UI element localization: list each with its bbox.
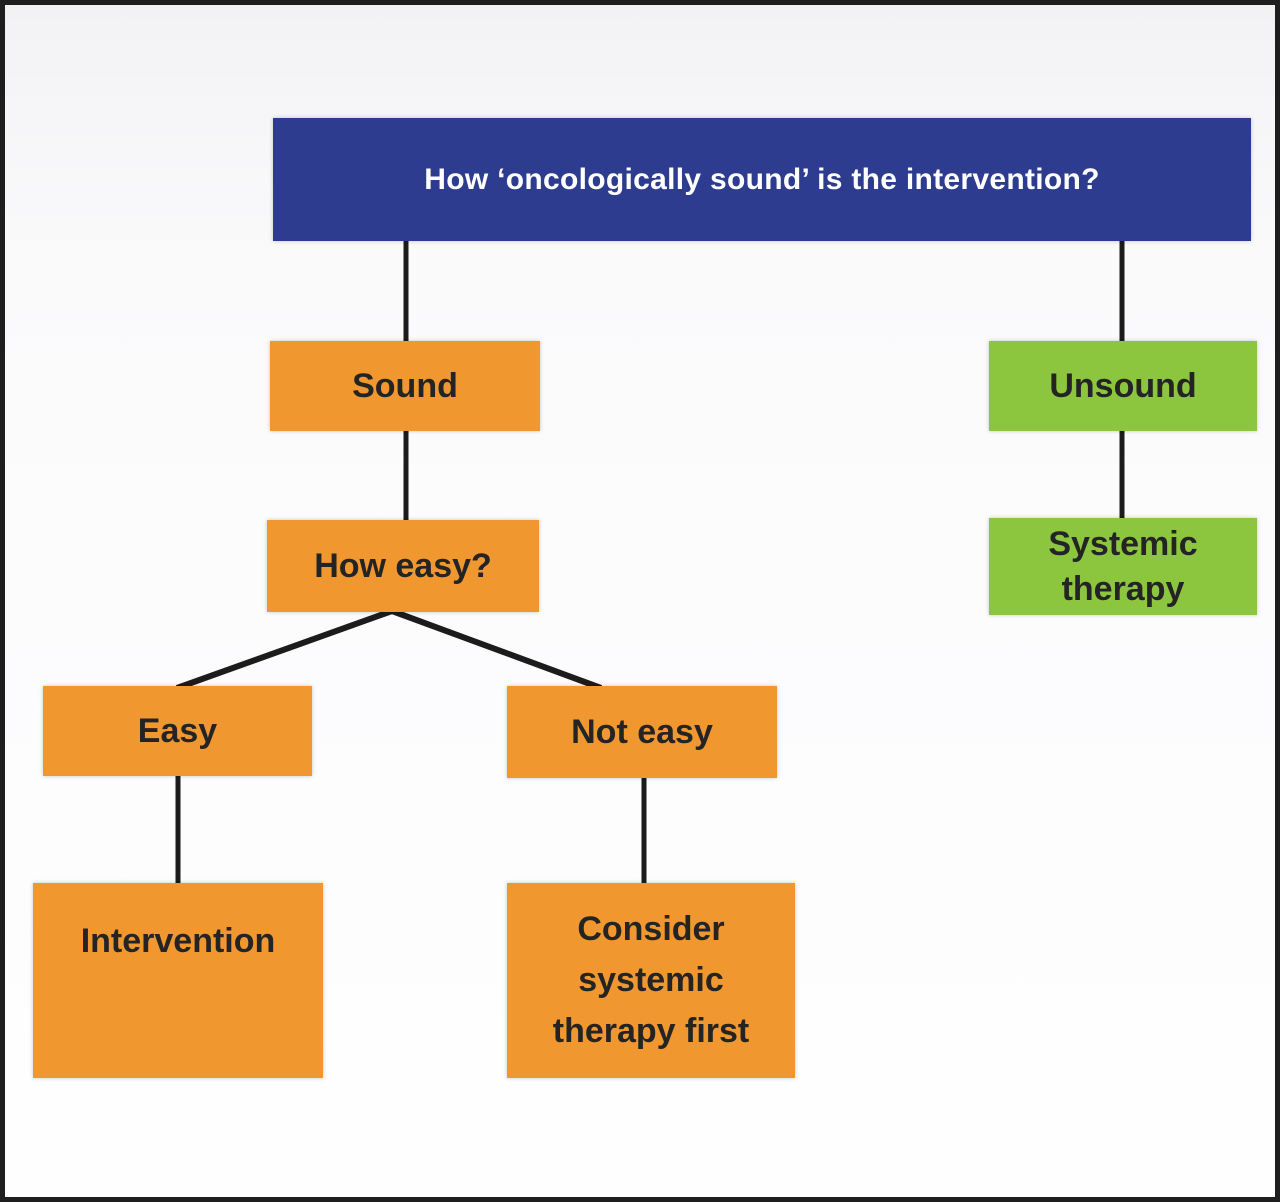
node-not-easy-label: Not easy xyxy=(571,712,713,751)
node-how-easy-label: How easy? xyxy=(314,546,492,585)
node-easy-label: Easy xyxy=(137,711,218,750)
node-intervention-label: Intervention xyxy=(80,922,276,960)
node-intervention: Intervention xyxy=(33,883,323,1078)
edge-howeasy-noteasy xyxy=(390,608,603,691)
node-consider-systemic-label: Consider systemic therapy first xyxy=(552,910,750,1050)
node-sound-label: Sound xyxy=(352,366,458,405)
node-sound: Sound xyxy=(270,341,540,431)
node-question: How ‘oncologically sound’ is the interve… xyxy=(273,118,1251,241)
node-consider-systemic: Consider systemic therapy first xyxy=(507,883,795,1078)
node-unsound-label: Unsound xyxy=(1049,366,1197,405)
node-easy: Easy xyxy=(43,686,312,776)
node-unsound: Unsound xyxy=(989,341,1257,431)
node-not-easy: Not easy xyxy=(507,686,777,778)
node-systemic-therapy: Systemic therapy xyxy=(989,518,1257,615)
edge-howeasy-easy xyxy=(175,608,394,691)
node-how-easy: How easy? xyxy=(267,520,539,612)
node-systemic-therapy-label: Systemic therapy xyxy=(1048,524,1198,608)
node-question-label: How ‘oncologically sound’ is the interve… xyxy=(424,162,1100,196)
